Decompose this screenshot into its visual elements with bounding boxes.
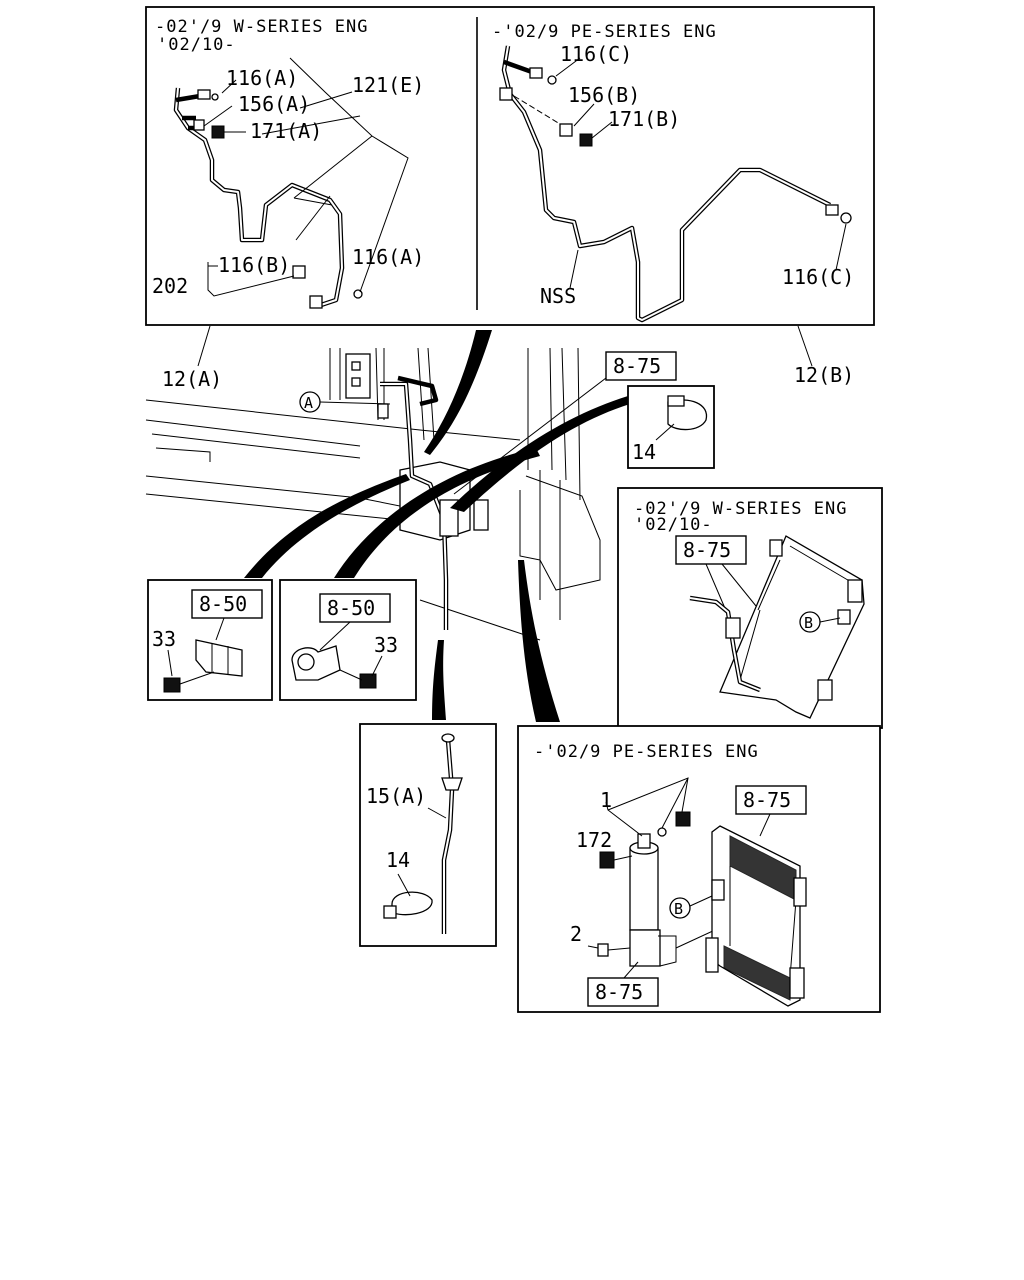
top-pipe-panel: -02'/9 W-SERIES ENG '02/10- xyxy=(145,6,875,326)
o-ring-116c-upper xyxy=(547,75,557,85)
bracket-plate xyxy=(345,353,371,399)
ribbon-clip-left xyxy=(244,474,410,578)
clamp-box: 14 xyxy=(627,385,715,469)
label-33-left: 33 xyxy=(152,627,176,651)
bottom-right-frame xyxy=(517,725,881,1013)
top-left-w-series: -02'/9 W-SERIES ENG '02/10- xyxy=(152,17,424,309)
label-171b: 171(B) xyxy=(608,107,680,131)
top-left-header-line1: -02'/9 W-SERIES ENG xyxy=(155,17,368,37)
label-12b: 12(B) xyxy=(794,363,854,387)
nut-bottom-icon xyxy=(675,811,691,827)
ribbon-clamp xyxy=(450,396,630,512)
bottom-right-pe-series: -'02/9 PE-SERIES ENG 1 172 2 8-75 8-75 xyxy=(517,725,881,1013)
label-2: 2 xyxy=(570,922,582,946)
clip-bracket-left xyxy=(195,639,243,677)
o-ring-116c-lower xyxy=(840,212,852,224)
label-202: 202 xyxy=(152,274,188,298)
marker-b-mid: B xyxy=(804,614,813,632)
main-vehicle-view: A 8-75 xyxy=(145,347,677,641)
mid-right-w-series: -02'/9 W-SERIES ENG '02/10- 8-75 B xyxy=(617,487,883,729)
label-121e: 121(E) xyxy=(352,73,424,97)
fitting-156b xyxy=(559,123,573,137)
ref-box-8-75-bottom-top xyxy=(735,785,807,815)
ref-8-50-mid: 8-50 xyxy=(327,596,375,620)
bolt-33-left-icon xyxy=(163,677,181,693)
receiver-drier xyxy=(629,847,659,931)
clamp-14-icon xyxy=(667,399,708,431)
ref-8-75-bottom-top: 8-75 xyxy=(743,788,791,812)
screw-2-icon xyxy=(597,943,609,957)
nut-171a-icon xyxy=(211,125,225,139)
ref-8-75-bottom: 8-75 xyxy=(595,980,643,1004)
label-33-mid: 33 xyxy=(374,633,398,657)
label-116a-top: 116(A) xyxy=(226,66,298,90)
ref-box-8-75-mid xyxy=(675,535,747,565)
fitting-116a-upper xyxy=(197,89,211,100)
switch-172-icon xyxy=(599,851,615,869)
clamp-14-dipstick-icon xyxy=(391,891,433,916)
dipstick-box: 15(A) 14 xyxy=(359,723,497,947)
pipe-end-fitting xyxy=(309,295,323,309)
bolt-33-mid-icon xyxy=(359,673,377,689)
label-156a: 156(A) xyxy=(238,92,310,116)
top-right-pe-series: -'02/9 PE-SERIES ENG 116(C) 156(B) 171(B… xyxy=(492,22,854,323)
o-ring-icon xyxy=(211,93,219,101)
fitting-bracket xyxy=(499,87,513,101)
label-15a: 15(A) xyxy=(366,784,426,808)
bottom-right-header: -'02/9 PE-SERIES ENG xyxy=(534,742,759,762)
ref-box-8-75-bottom xyxy=(587,977,659,1007)
label-116a-lower: 116(A) xyxy=(352,245,424,269)
top-panel-frame xyxy=(145,6,875,326)
ref-8-75-main: 8-75 xyxy=(613,354,661,378)
fitting-156a xyxy=(193,119,205,131)
mid-right-header-line1: -02'/9 W-SERIES ENG xyxy=(634,499,847,519)
label-nss: NSS xyxy=(540,284,576,308)
dipstick-frame xyxy=(359,723,497,947)
label-156b: 156(B) xyxy=(568,83,640,107)
fitting-116b xyxy=(292,265,306,279)
ref-box-8-50-mid xyxy=(319,593,391,623)
label-172: 172 xyxy=(576,828,612,852)
label-116c-lower: 116(C) xyxy=(782,265,854,289)
fitting-116c-upper xyxy=(529,67,543,79)
ref-8-50-left: 8-50 xyxy=(199,592,247,616)
ribbon-dipstick xyxy=(432,640,446,720)
label-171a: 171(A) xyxy=(250,119,322,143)
ribbon-receiver xyxy=(518,560,560,722)
label-12a: 12(A) xyxy=(162,367,222,391)
label-14-clamp: 14 xyxy=(632,440,656,464)
top-right-header: -'02/9 PE-SERIES ENG xyxy=(492,22,717,42)
ref-8-75-mid: 8-75 xyxy=(683,538,731,562)
label-116c-top: 116(C) xyxy=(560,42,632,66)
nut-171b-icon xyxy=(579,133,593,147)
label-1: 1 xyxy=(600,788,612,812)
marker-b-bottom: B xyxy=(674,900,683,918)
drier-bracket xyxy=(629,929,661,967)
label-14-dipstick: 14 xyxy=(386,848,410,872)
ribbon-top xyxy=(424,330,492,455)
mid-right-header-line2: '02/10- xyxy=(634,515,713,535)
label-116b: 116(B) xyxy=(218,253,290,277)
marker-b-bottom-icon xyxy=(669,897,691,919)
ref-box-8-50-left xyxy=(191,589,263,619)
fitting-116c-lower xyxy=(825,204,839,216)
clip-mid-box: 8-50 33 xyxy=(279,579,417,701)
ref-box-8-75-main xyxy=(605,351,677,381)
top-left-header-line2: '02/10- xyxy=(157,35,236,55)
marker-a-letter: A xyxy=(304,394,313,412)
clip-left-box: 8-50 33 xyxy=(147,579,273,701)
